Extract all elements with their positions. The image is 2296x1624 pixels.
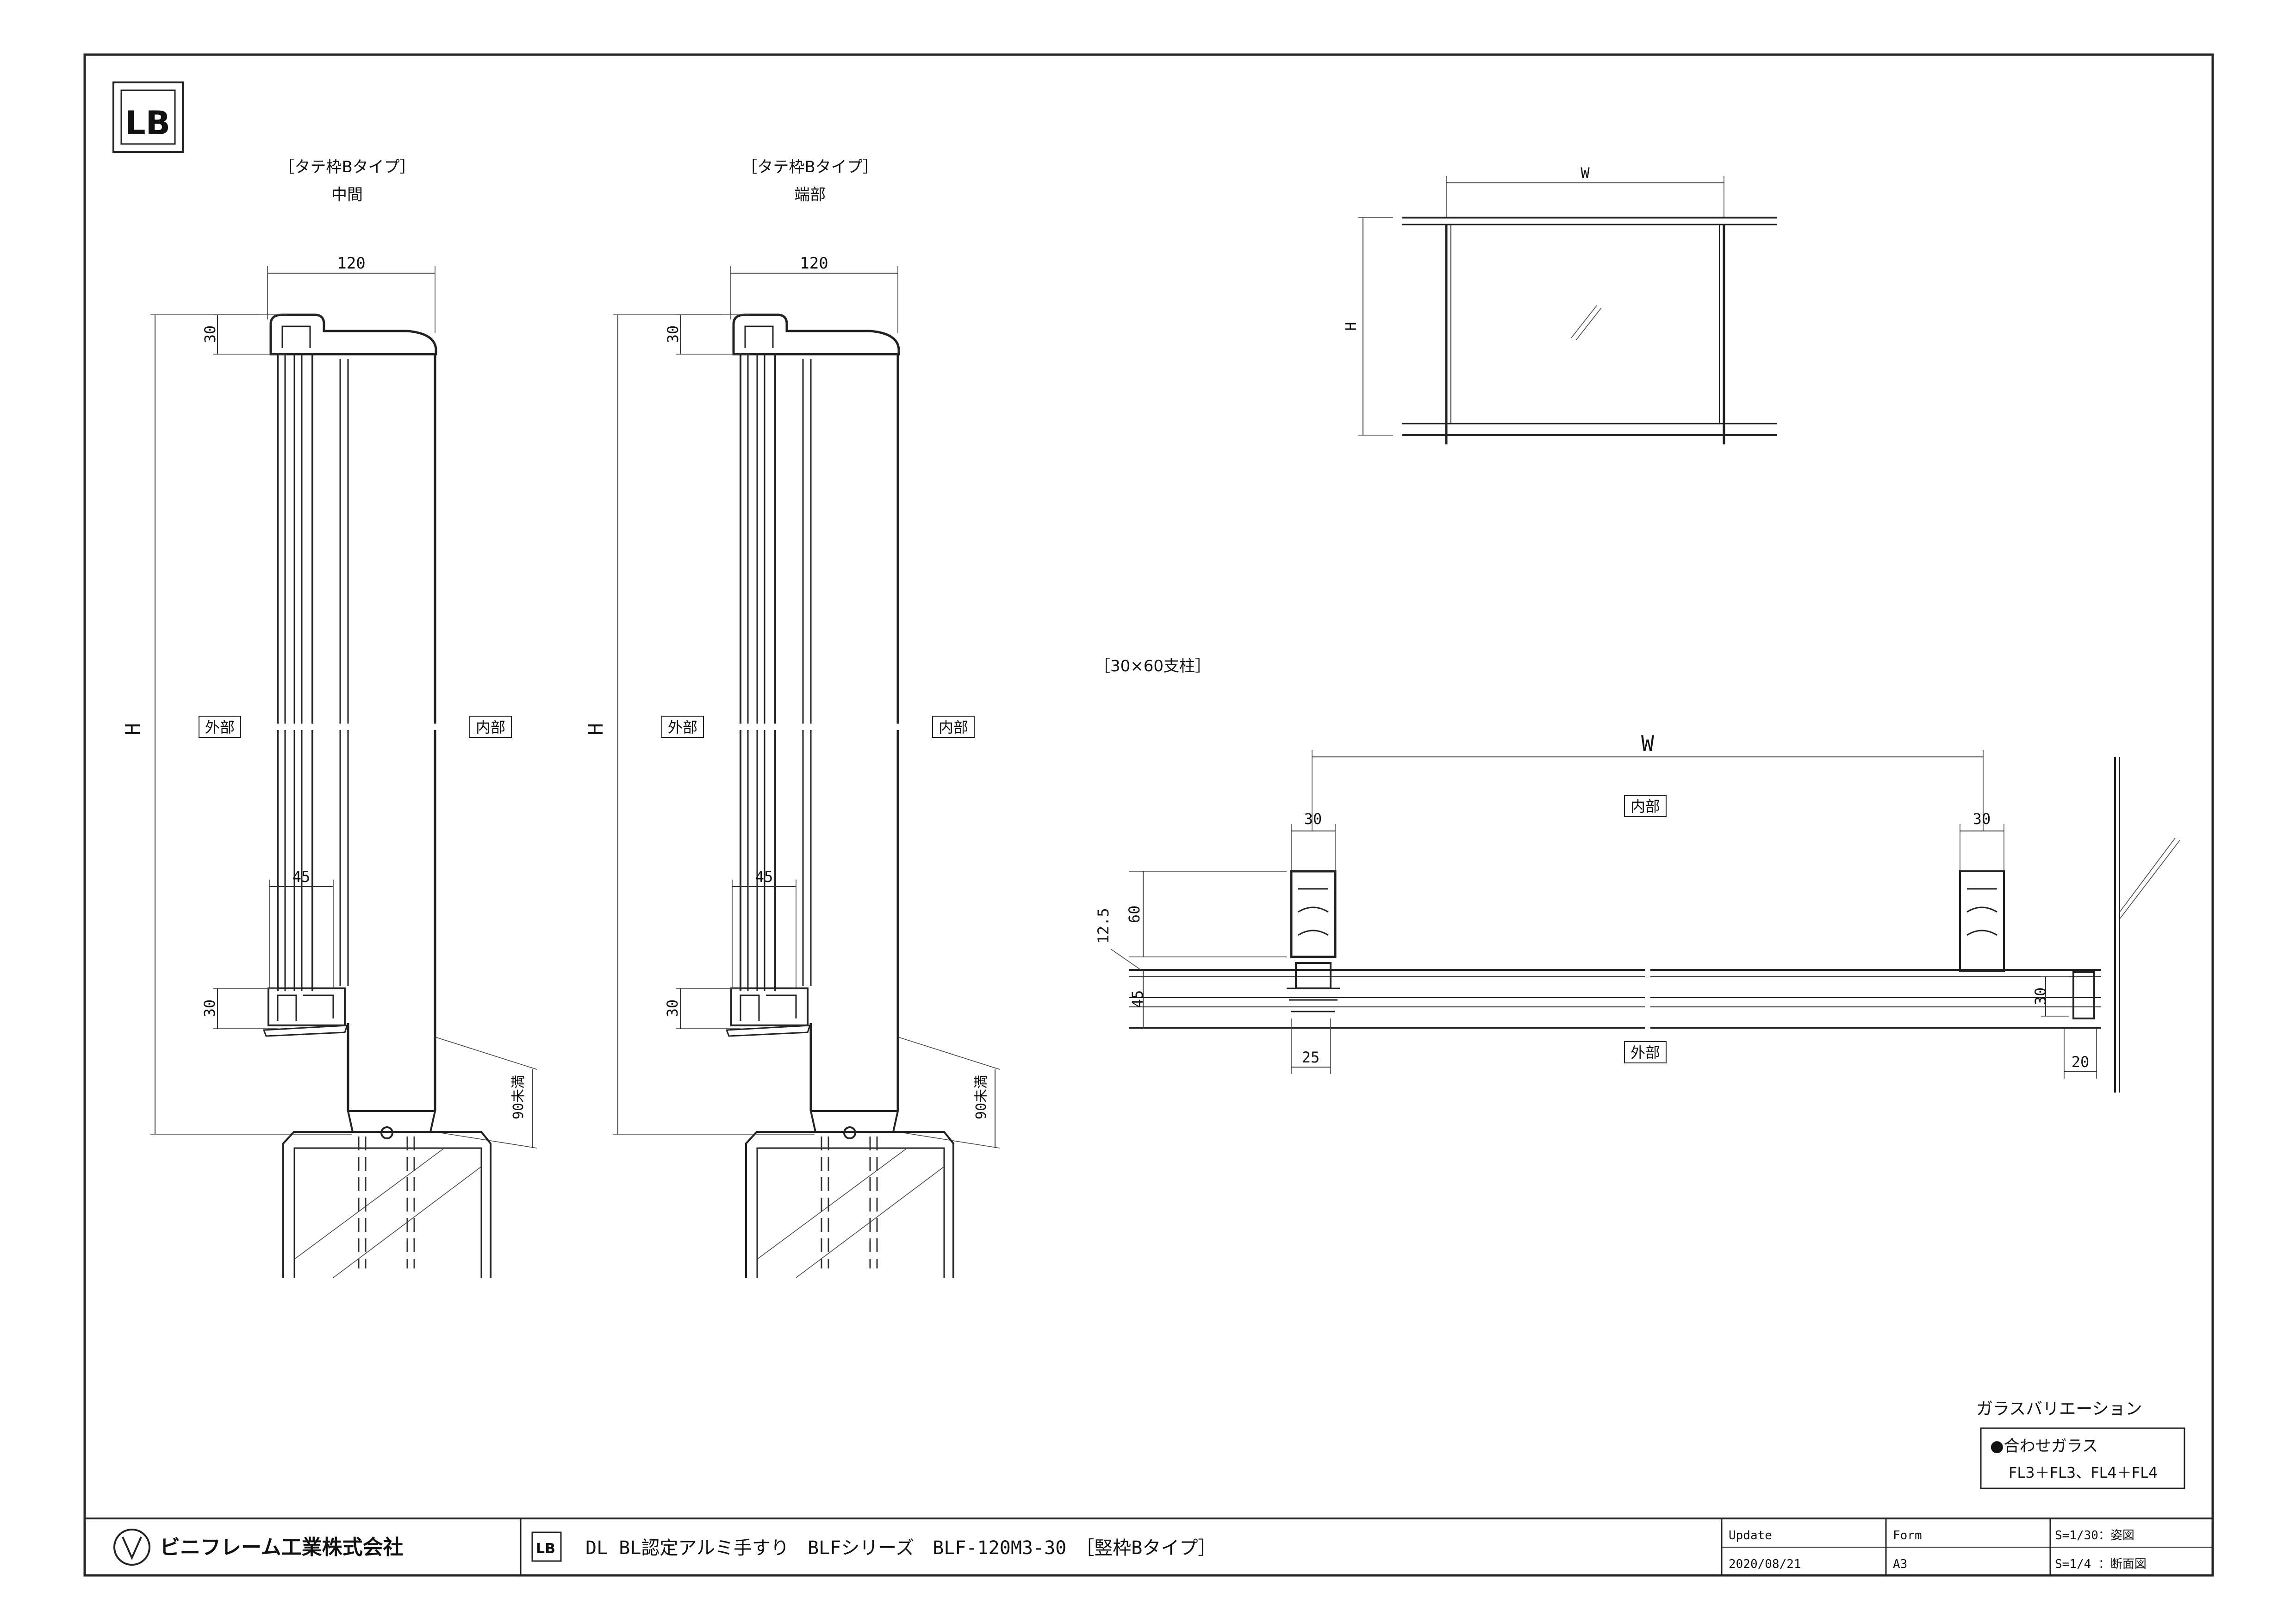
form-value: A3 (1893, 1557, 1907, 1571)
dim-height: H (584, 723, 608, 736)
update-label: Update (1729, 1529, 1772, 1543)
label-inner: 内部 (939, 718, 968, 736)
post-right (1959, 870, 2005, 972)
dim-width: W (1580, 164, 1590, 182)
type-label: ［タテ枠Bタイプ］ (741, 158, 878, 176)
title-block: ビニフレーム工業株式会社 LB DL BL認定アルミ手すり BLFシリーズ BL… (85, 1518, 2213, 1575)
section-view-end: ［タテ枠Bタイプ］ 端部 120 30 45 30 (584, 158, 1000, 1278)
glass-item: ●合わせガラス (1990, 1437, 2098, 1455)
dim-width: 120 (337, 254, 365, 273)
lb-logo-small: LB (531, 1531, 562, 1562)
dim-height: H (1342, 322, 1360, 331)
scale-2: S=1/4 ：断面図 (2055, 1557, 2147, 1571)
dim-post-right: 30 (1973, 810, 1991, 828)
dim-height: H (121, 723, 145, 736)
dim-20: 20 (2072, 1053, 2090, 1071)
dim-clear: 90未満 (510, 1075, 527, 1119)
position-label: 端部 (794, 186, 826, 204)
svg-text:LB: LB (536, 1541, 555, 1557)
dim-clear: 90未満 (973, 1075, 989, 1119)
glass-title: ガラスバリエーション (1976, 1399, 2142, 1418)
label-inner: 内部 (476, 718, 505, 736)
dim-width: 120 (800, 254, 828, 273)
section-view-middle: ［タテ枠Bタイプ］ 中間 120 30 45 (121, 158, 537, 1278)
company-logo (113, 1529, 150, 1566)
elevation-view: W H (1342, 164, 1777, 444)
plan-title: ［30×60支柱］ (1095, 657, 1211, 675)
lb-logo: LB (112, 81, 184, 153)
label-outer: 外部 (205, 718, 235, 736)
plan-section-view: ［30×60支柱］ W 内部 外部 30 30 (1095, 657, 2180, 1093)
dim-bottom: 30 (664, 999, 681, 1018)
scale-1: S=1/30：姿図 (2055, 1529, 2134, 1543)
dim-top: 30 (664, 325, 682, 344)
dim-width: W (1641, 731, 1654, 756)
dim-45: 45 (1129, 990, 1146, 1008)
dim-60: 60 (1126, 906, 1143, 924)
bottom-rail (730, 987, 809, 1026)
glass-spec: FL3＋FL3、FL4＋FL4 (2009, 1464, 2158, 1481)
handrail-cap (732, 313, 900, 356)
label-outer: 外部 (668, 718, 697, 736)
position-label: 中間 (331, 186, 363, 204)
dim-inner: 45 (755, 868, 773, 886)
glass-variation: ガラスバリエーション ●合わせガラス FL3＋FL3、FL4＋FL4 (1976, 1399, 2185, 1489)
post-left (1290, 870, 1337, 958)
handrail-cap (269, 313, 437, 356)
drawing-title: DL BL認定アルミ手すり BLFシリーズ BLF-120M3-30 ［竪枠Bタ… (585, 1537, 1216, 1559)
company-name: ビニフレーム工業株式会社 (160, 1536, 404, 1559)
form-label: Form (1893, 1529, 1922, 1543)
label-inner: 内部 (1630, 798, 1660, 815)
dim-30-end: 30 (2032, 987, 2049, 1006)
type-label: ［タテ枠Bタイプ］ (279, 158, 415, 176)
svg-text:LB: LB (125, 104, 170, 142)
dim-bottom: 30 (201, 999, 218, 1018)
bottom-rail (268, 987, 346, 1026)
dim-25: 25 (1302, 1049, 1320, 1066)
sheet-border (83, 53, 2214, 1577)
label-outer: 外部 (1630, 1044, 1660, 1062)
dim-post-left: 30 (1304, 810, 1322, 828)
dim-12-5: 12.5 (1095, 908, 1112, 943)
dim-top: 30 (201, 325, 219, 344)
update-value: 2020/08/21 (1729, 1557, 1801, 1571)
dim-inner: 45 (292, 868, 311, 886)
